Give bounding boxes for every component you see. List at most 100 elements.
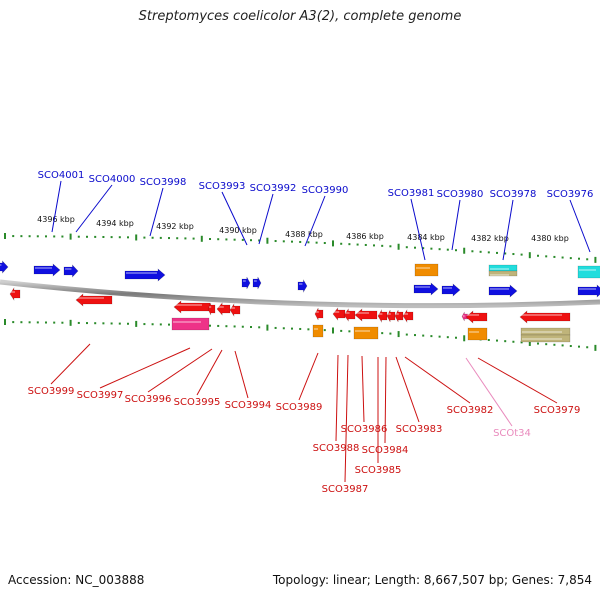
olive-feature-block [520, 334, 571, 343]
gene-label-sco4001[interactable]: SCO4001 [38, 170, 85, 181]
minor-tick [323, 329, 326, 332]
reverse-gene-arrow [9, 287, 21, 301]
minor-tick [258, 239, 261, 242]
minor-tick [315, 241, 318, 244]
forward-gene-arrow [488, 284, 518, 298]
gene-label-sco3980[interactable]: SCO3980 [437, 189, 484, 200]
minor-tick [209, 324, 211, 327]
major-tick [594, 344, 597, 351]
gene-label-sco3978[interactable]: SCO3978 [490, 189, 537, 200]
minor-tick [430, 335, 433, 338]
feature-highlight [443, 287, 452, 289]
gene-label-sco3982[interactable]: SCO3982 [447, 405, 494, 416]
gene-label-sco3990[interactable]: SCO3990 [302, 185, 349, 196]
leader-line [50, 343, 91, 385]
leader-line [404, 356, 471, 404]
gene-label-sco3981[interactable]: SCO3981 [388, 188, 435, 199]
minor-tick [159, 236, 162, 239]
major-tick [266, 237, 269, 244]
minor-tick [20, 321, 23, 324]
feature-highlight [254, 280, 257, 282]
gene-label-sco3997[interactable]: SCO3997 [77, 390, 124, 401]
leader-line [234, 350, 249, 399]
minor-tick [479, 250, 482, 253]
minor-tick [241, 238, 244, 241]
forward-gene-arrow [577, 284, 600, 298]
minor-tick [282, 240, 285, 243]
minor-tick [143, 236, 146, 239]
gene-label-sco3986[interactable]: SCO3986 [341, 424, 388, 435]
gene-label-sco3995[interactable]: SCO3995 [174, 397, 221, 408]
leader-line [196, 349, 223, 396]
feature-highlight [218, 306, 224, 308]
reverse-gene-arrow [465, 310, 488, 324]
label-leader-lines [50, 180, 591, 483]
forward-gene-arrow [63, 264, 79, 278]
reverse-gene-arrow [314, 307, 324, 321]
gene-label-sco3988[interactable]: SCO3988 [313, 443, 360, 454]
minor-tick [77, 321, 80, 324]
leader-line [221, 191, 248, 246]
minor-tick [12, 235, 15, 238]
gene-label-sco3979[interactable]: SCO3979 [534, 405, 581, 416]
gene-label-sco3989[interactable]: SCO3989 [276, 402, 323, 413]
magenta-feature-block [171, 317, 210, 331]
gene-label-sco3993[interactable]: SCO3993 [199, 181, 246, 192]
scale-tick-label: 4394 kbp [96, 219, 134, 228]
leader-line [147, 348, 213, 393]
minor-tick [250, 326, 252, 329]
feature-highlight [490, 268, 509, 270]
orange-feature-block [353, 326, 379, 340]
gene-label-sco3994[interactable]: SCO3994 [225, 400, 272, 411]
minor-tick [102, 235, 105, 238]
minor-tick [77, 235, 80, 238]
minor-tick [504, 252, 507, 255]
minor-tick [102, 322, 105, 325]
gene-label-sco3996[interactable]: SCO3996 [125, 394, 172, 405]
minor-tick [307, 328, 310, 331]
leader-line [149, 187, 164, 237]
minor-tick [12, 321, 15, 324]
gene-label-sco3999[interactable]: SCO3999 [28, 386, 75, 397]
orange-feature-block [467, 327, 488, 341]
feature-highlight [379, 313, 383, 315]
gene-label-sco4000[interactable]: SCO4000 [89, 174, 136, 185]
minor-tick [53, 321, 56, 324]
minor-tick [553, 343, 556, 346]
gene-label-sco3983[interactable]: SCO3983 [396, 424, 443, 435]
gene-label-sco3984[interactable]: SCO3984 [362, 445, 409, 456]
reverse-gene-arrow [519, 310, 571, 324]
forward-gene-arrow [0, 260, 9, 274]
minor-tick [168, 323, 170, 326]
leader-line [298, 352, 319, 401]
minor-tick [110, 322, 113, 325]
gene-label-sco3998[interactable]: SCO3998 [140, 177, 187, 188]
minor-tick [356, 243, 359, 246]
feature-highlight [404, 313, 408, 315]
minor-tick [381, 332, 384, 335]
minor-tick [291, 327, 293, 330]
minor-tick [561, 344, 564, 347]
minor-tick [151, 236, 154, 239]
minor-tick [159, 323, 162, 326]
minor-tick [414, 246, 416, 249]
minor-tick [586, 346, 589, 349]
minor-tick [455, 249, 457, 252]
scale-tick-label: 4386 kbp [346, 232, 384, 241]
scale-tick-label: 4388 kbp [285, 230, 323, 239]
minor-tick [274, 240, 277, 243]
gene-label-sco3987[interactable]: SCO3987 [322, 484, 369, 495]
minor-tick [274, 326, 277, 329]
minor-tick [225, 238, 228, 241]
forward-gene-arrow [441, 283, 461, 297]
gene-label-sco3992[interactable]: SCO3992 [250, 183, 297, 194]
gene-label-sco3985[interactable]: SCO3985 [355, 465, 402, 476]
minor-tick [225, 325, 228, 328]
gene-label-sco3976[interactable]: SCO3976 [547, 189, 594, 200]
minor-tick [455, 336, 457, 339]
gene-label-scot34[interactable]: SCOt34 [493, 428, 531, 439]
minor-tick [561, 256, 564, 259]
map-title: Streptomyces coelicolor A3(2), complete … [138, 9, 462, 24]
leader-line [304, 195, 326, 247]
minor-tick [340, 242, 343, 245]
